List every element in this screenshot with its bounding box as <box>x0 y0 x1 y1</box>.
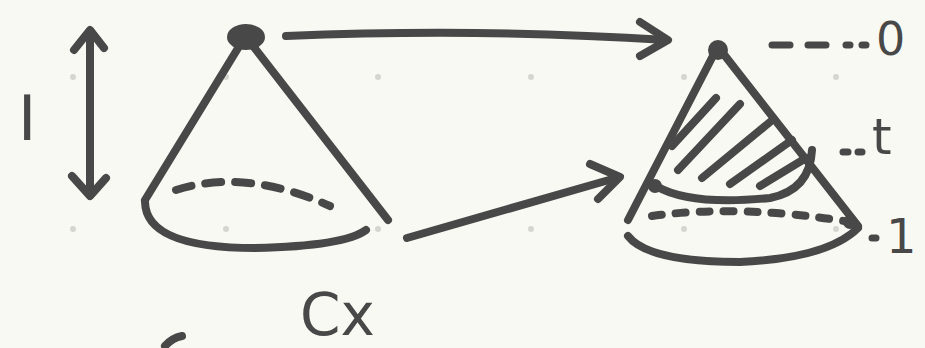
map-arrows <box>286 22 668 238</box>
complex-label: Cx <box>300 286 375 344</box>
level-label: 0 <box>876 16 905 62</box>
right-cone <box>628 40 858 262</box>
interval-label: I <box>18 88 36 150</box>
level-label: t <box>872 112 892 162</box>
interval-arrow <box>72 30 106 196</box>
level-label: 1 <box>886 212 917 260</box>
left-cone <box>145 24 388 248</box>
stray-mark <box>165 336 182 346</box>
level-leaders <box>772 45 876 238</box>
